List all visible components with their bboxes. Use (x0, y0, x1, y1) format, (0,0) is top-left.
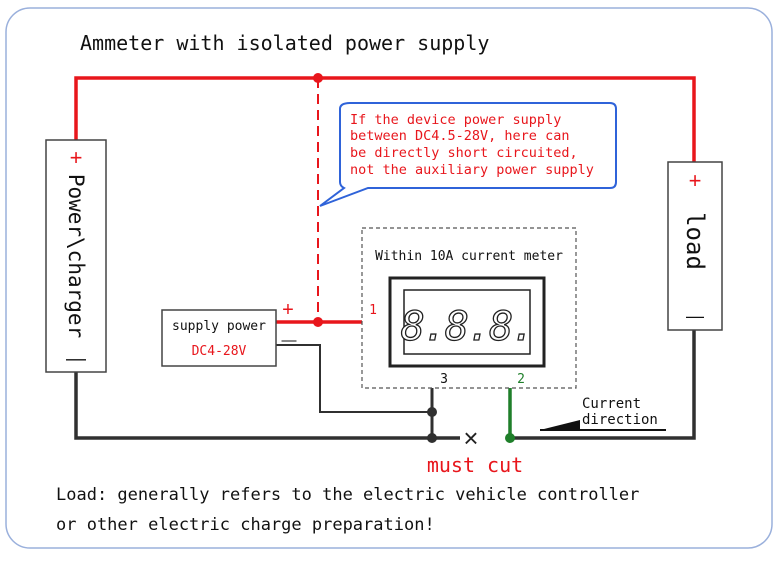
current-direction-label-2: direction (582, 412, 658, 428)
meter-label: Within 10A current meter (375, 249, 563, 264)
junction-pin2 (505, 433, 515, 443)
black-supply-minus-wire (276, 344, 432, 413)
callout-line-3: be directly short circuited, (350, 145, 578, 161)
red-top-wire (74, 76, 696, 162)
load-box (667, 161, 723, 331)
junction-top (313, 73, 323, 83)
meter-screen (403, 289, 531, 355)
supply-power-voltage: DC4-28V (192, 344, 247, 359)
supply-power-plus: + (282, 299, 294, 321)
black-bottom-wire-left (74, 372, 460, 440)
meter-pin1: 1 (369, 303, 377, 318)
footer-line-1: Load: generally refers to the electric v… (56, 485, 639, 505)
load-minus: — (686, 306, 704, 326)
current-direction-arrow (540, 420, 666, 431)
power-charger-label: Power\charger (64, 174, 88, 338)
junction-supply (313, 317, 323, 327)
must-cut-label: must cut (427, 453, 523, 477)
power-charger-box (45, 139, 107, 373)
short-circuit-callout: If the device power supply between DC4.5… (319, 102, 617, 207)
callout-line-2: between DC4.5-28V, here can (350, 128, 569, 144)
load-label: load (681, 212, 709, 270)
power-charger-plus: + (70, 145, 83, 170)
footer-line-2: or other electric charge preparation! (56, 515, 435, 535)
power-charger-minus: — (66, 348, 86, 370)
meter-display: 8.8.8. (401, 304, 534, 350)
supply-power-minus: — (282, 332, 297, 349)
current-direction-label-1: Current (582, 396, 641, 412)
cut-symbol: × (463, 423, 478, 453)
diagram-title: Ammeter with isolated power supply (80, 31, 489, 55)
black-bottom-wire-right (510, 330, 696, 440)
supply-power-box (161, 309, 277, 367)
junction-pin3-b (427, 433, 437, 443)
load-plus: + (689, 168, 702, 193)
callout-line-4: not the auxiliary power supply (350, 162, 594, 178)
meter-pin3: 3 (440, 372, 448, 387)
junction-pin3-a (427, 407, 437, 417)
callout-line-1: If the device power supply (350, 112, 561, 128)
supply-power-label: supply power (172, 319, 266, 334)
meter-pin2: 2 (517, 372, 525, 387)
callout-bubble (319, 102, 617, 207)
